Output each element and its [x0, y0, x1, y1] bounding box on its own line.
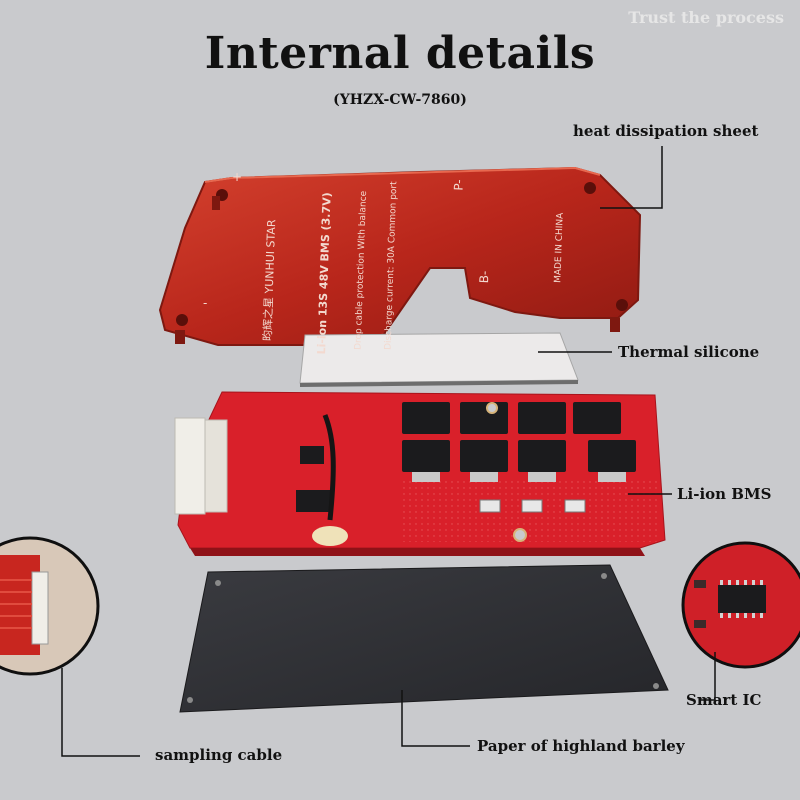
leader-lines: [61, 146, 716, 757]
label-barley-paper: Paper of highland barley: [477, 737, 685, 755]
plate-plus: +: [232, 170, 243, 184]
label-smart-ic: Smart IC: [686, 691, 762, 709]
label-li-ion-bms: Li-ion BMS: [677, 485, 772, 503]
plate-b-minus: B-: [477, 270, 492, 284]
bms-board: [174, 391, 666, 556]
thermal-silicone-pad: [299, 332, 579, 387]
smart-ic-inset: [681, 541, 800, 669]
sampling-cable-inset: [0, 536, 100, 676]
label-thermal-silicone: Thermal silicone: [618, 343, 760, 361]
plate-minus: -: [203, 296, 208, 310]
model-number: (YHZX-CW-7860): [333, 92, 467, 108]
watermark-text: Trust the process: [628, 8, 784, 27]
label-sampling-cable: sampling cable: [155, 746, 283, 764]
plate-p-minus: P-: [451, 179, 466, 191]
heat-dissipation-plate: [158, 166, 642, 346]
barley-paper-sheet: [179, 564, 669, 713]
label-heat-dissipation-sheet: heat dissipation sheet: [573, 122, 759, 140]
page-title: Internal details: [204, 28, 596, 79]
